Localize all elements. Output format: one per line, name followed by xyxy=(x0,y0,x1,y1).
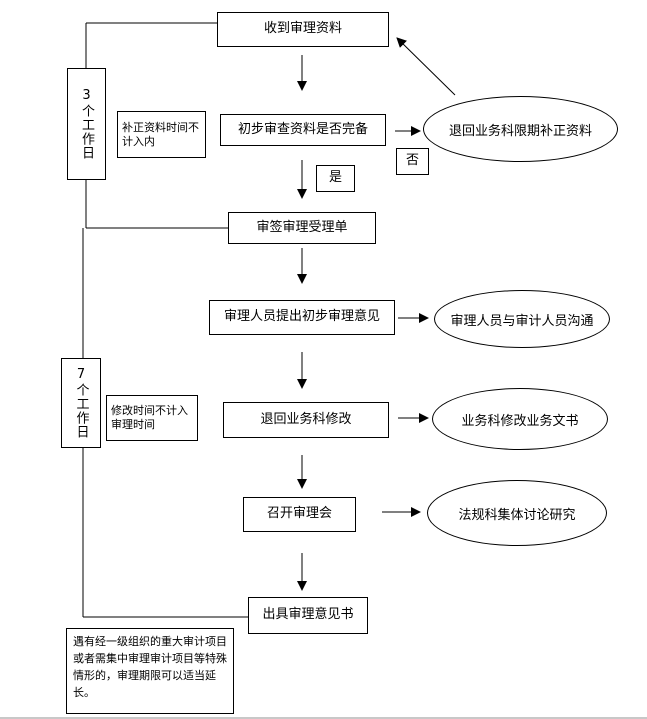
seven-workdays-label: 7个工作日 xyxy=(61,358,101,448)
modify-time-note: 修改时间不计入审理时间 xyxy=(106,395,198,441)
return-modify-box: 退回业务科修改 xyxy=(223,402,389,438)
preliminary-review-box: 初步审查资料是否完备 xyxy=(220,114,386,146)
sign-acceptance-box: 审签审理受理单 xyxy=(228,212,376,244)
receive-materials-box: 收到审理资料 xyxy=(217,12,389,47)
yes-label: 是 xyxy=(316,165,355,192)
legal-discussion-ellipse: 法规科集体讨论研究 xyxy=(427,480,607,546)
initial-opinion-box: 审理人员提出初步审理意见 xyxy=(209,300,395,335)
three-workdays-label: 3个工作日 xyxy=(67,68,106,180)
communicate-auditors-ellipse: 审理人员与审计人员沟通 xyxy=(434,290,610,348)
return-supplement-ellipse: 退回业务科限期补正资料 xyxy=(423,96,618,162)
hold-meeting-box: 召开审理会 xyxy=(243,497,356,532)
no-label: 否 xyxy=(396,148,429,175)
business-modify-docs-ellipse: 业务科修改业务文书 xyxy=(432,388,608,450)
bottom-rule xyxy=(0,717,647,719)
arrow-return-to-receive xyxy=(396,37,456,96)
issue-opinion-box: 出具审理意见书 xyxy=(248,597,368,634)
supplement-time-note: 补正资料时间不计入内 xyxy=(117,111,206,158)
extension-note: 遇有经一级组织的重大审计项目或者需集中审理审计项目等特殊情形的，审理期限可以适当… xyxy=(66,628,234,714)
